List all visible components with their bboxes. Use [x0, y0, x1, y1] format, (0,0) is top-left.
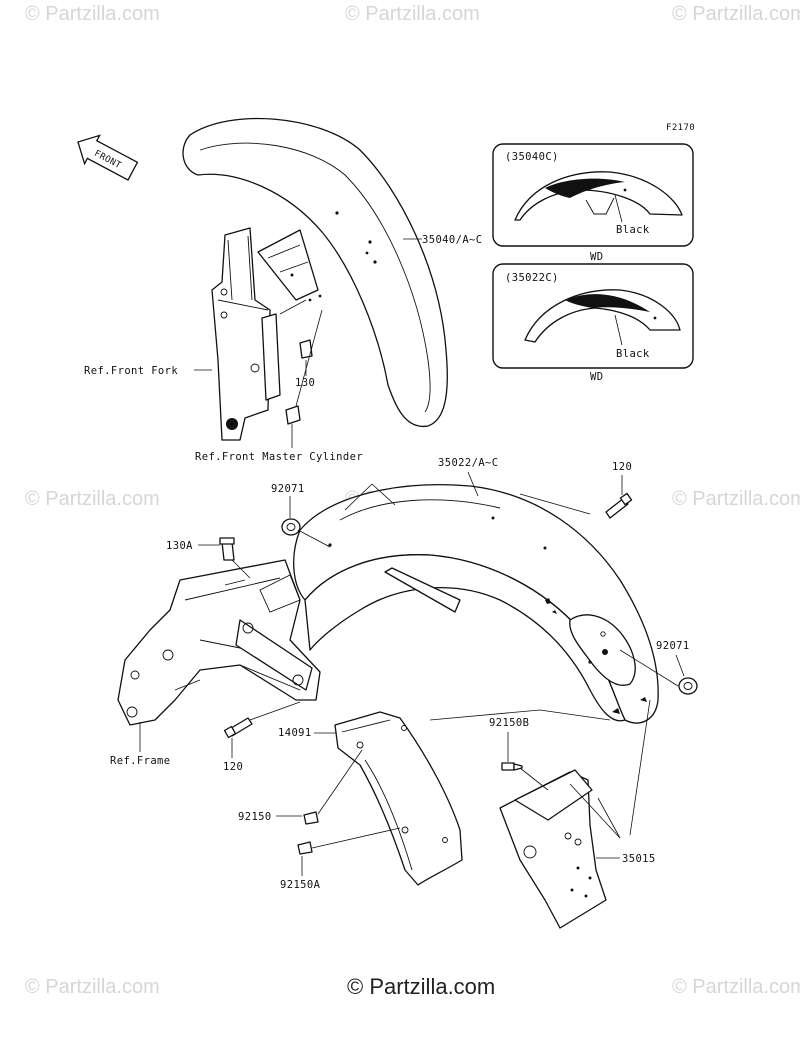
callout-120-bottom: 120	[223, 761, 243, 773]
front-arrow-icon: FRONT	[77, 134, 139, 181]
callout-ref-front-master-cylinder: Ref.Front Master Cylinder	[195, 451, 363, 463]
watermark-top-right: © Partzilla.com	[672, 3, 800, 25]
watermark-mid-left: © Partzilla.com	[25, 488, 160, 510]
variant-market-35022C: WD	[590, 371, 603, 383]
variant-code-35040C: (35040C)	[505, 151, 559, 163]
callout-92071-left: 92071	[271, 483, 305, 495]
callout-14091: 14091	[278, 727, 312, 739]
watermark-bottom-right: © Partzilla.com	[672, 976, 800, 998]
bolt-92150B-icon	[501, 762, 523, 771]
variant-code-35022C: (35022C)	[505, 272, 559, 284]
watermarks: © Partzilla.com © Partzilla.com © Partzi…	[25, 3, 800, 998]
callout-92150A: 92150A	[280, 879, 321, 891]
bolt-120-top-icon	[605, 492, 633, 519]
bolt-120-bottom-icon	[223, 717, 253, 739]
grommet-92071-left-icon	[281, 518, 301, 536]
callout-92150: 92150	[238, 811, 272, 823]
watermark-bottom-left: © Partzilla.com	[25, 976, 160, 998]
watermark-mid-right: © Partzilla.com	[672, 488, 800, 510]
bolt-130A-icon	[219, 537, 235, 561]
figure-id: F2170	[666, 123, 695, 133]
callout-35040: 35040/A~C	[422, 234, 483, 246]
callout-35022: 35022/A~C	[438, 457, 499, 469]
front-fork-ref	[211, 227, 281, 441]
callout-92150B: 92150B	[489, 717, 529, 729]
variant-box-35040C: (35040C) Black	[492, 143, 694, 247]
callout-92071-right: 92071	[656, 640, 690, 652]
variant-color-35022C: Black	[616, 348, 650, 360]
callout-35015: 35015	[622, 853, 656, 865]
frame-ref	[117, 559, 321, 726]
variant-color-35040C: Black	[616, 224, 650, 236]
bolt-130-icon	[285, 339, 313, 425]
callout-ref-frame: Ref.Frame	[110, 755, 171, 767]
grommet-92071-right-icon	[678, 677, 698, 695]
footer-credit: © Partzilla.com	[347, 974, 495, 999]
bolt-92150A-icon	[297, 841, 313, 855]
bolt-92150-icon	[303, 811, 319, 825]
variant-market-35040C: WD	[590, 251, 603, 263]
callout-130A: 130A	[166, 540, 193, 552]
variant-box-35022C: (35022C) Black	[492, 263, 694, 369]
callout-120-top: 120	[612, 461, 632, 473]
watermark-top-left: © Partzilla.com	[25, 3, 160, 25]
inner-flap-14091	[334, 711, 463, 886]
callout-130: 130	[295, 377, 315, 389]
rear-fender	[293, 484, 659, 724]
front-fender	[182, 117, 448, 427]
watermark-top-center: © Partzilla.com	[345, 3, 480, 25]
rear-flap-35015	[499, 769, 607, 929]
callout-ref-front-fork: Ref.Front Fork	[84, 365, 178, 377]
